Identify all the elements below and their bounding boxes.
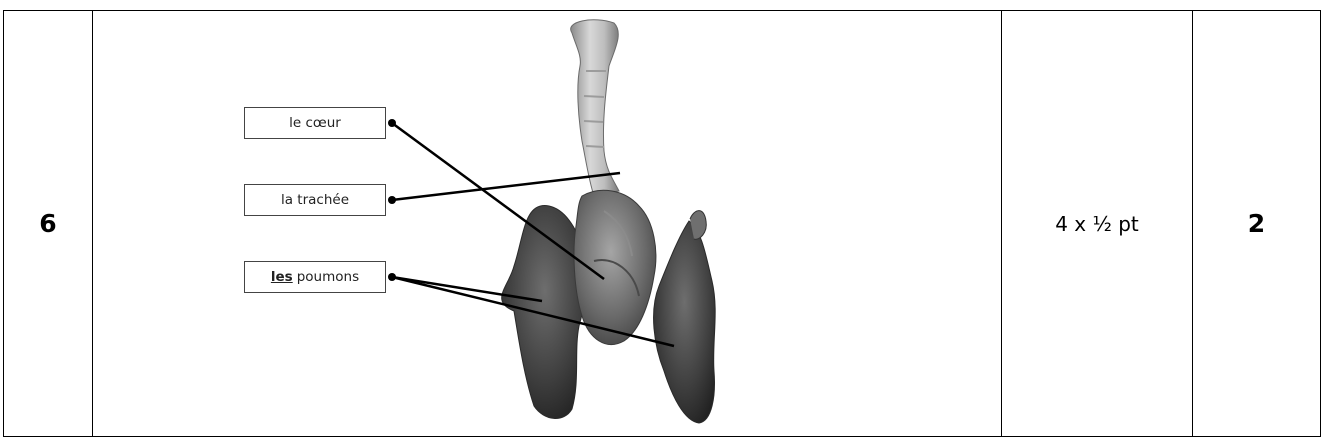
scoring-rule-cell: 4 x ½ pt	[1002, 11, 1193, 437]
label-heart-text: le cœur	[289, 115, 341, 131]
total-points: 2	[1248, 209, 1265, 238]
answer-grid-table: 6	[3, 10, 1321, 437]
label-lungs-text: poumons	[297, 269, 359, 285]
scoring-rule: 4 x ½ pt	[1055, 212, 1139, 236]
label-trachea-text: la trachée	[281, 192, 349, 208]
trachea-shape	[571, 20, 619, 196]
answer-row: 6	[4, 11, 1321, 437]
lungs-heart-trachea-photo	[94, 11, 1000, 436]
question-number: 6	[39, 209, 56, 238]
total-points-cell: 2	[1193, 11, 1321, 437]
figure-cell: le cœur la trachée les poumons	[93, 11, 1002, 437]
label-lungs-article: les	[271, 269, 293, 285]
heart-shape	[574, 190, 656, 344]
label-lungs: les poumons	[244, 261, 386, 293]
label-trachea: la trachée	[244, 184, 386, 216]
right-lung-shape	[654, 221, 716, 423]
question-number-cell: 6	[4, 11, 93, 437]
labeled-organ-figure: le cœur la trachée les poumons	[94, 11, 1000, 436]
label-heart: le cœur	[244, 107, 386, 139]
